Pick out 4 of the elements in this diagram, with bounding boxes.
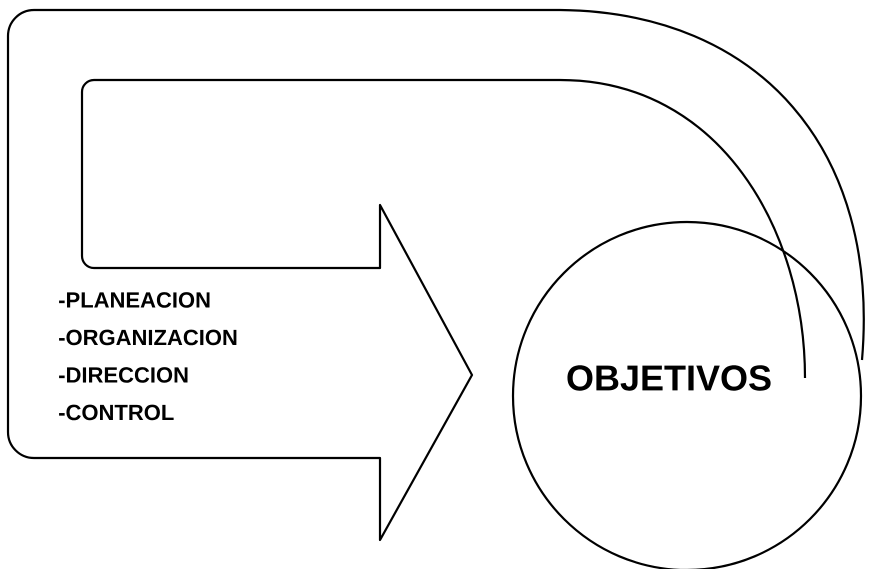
list-item: -PLANEACION [59, 292, 210, 308]
list-item: -DIRECCION [59, 367, 188, 383]
list-item: -ORGANIZACION [59, 330, 236, 346]
list-item: -CONTROL [59, 404, 174, 420]
